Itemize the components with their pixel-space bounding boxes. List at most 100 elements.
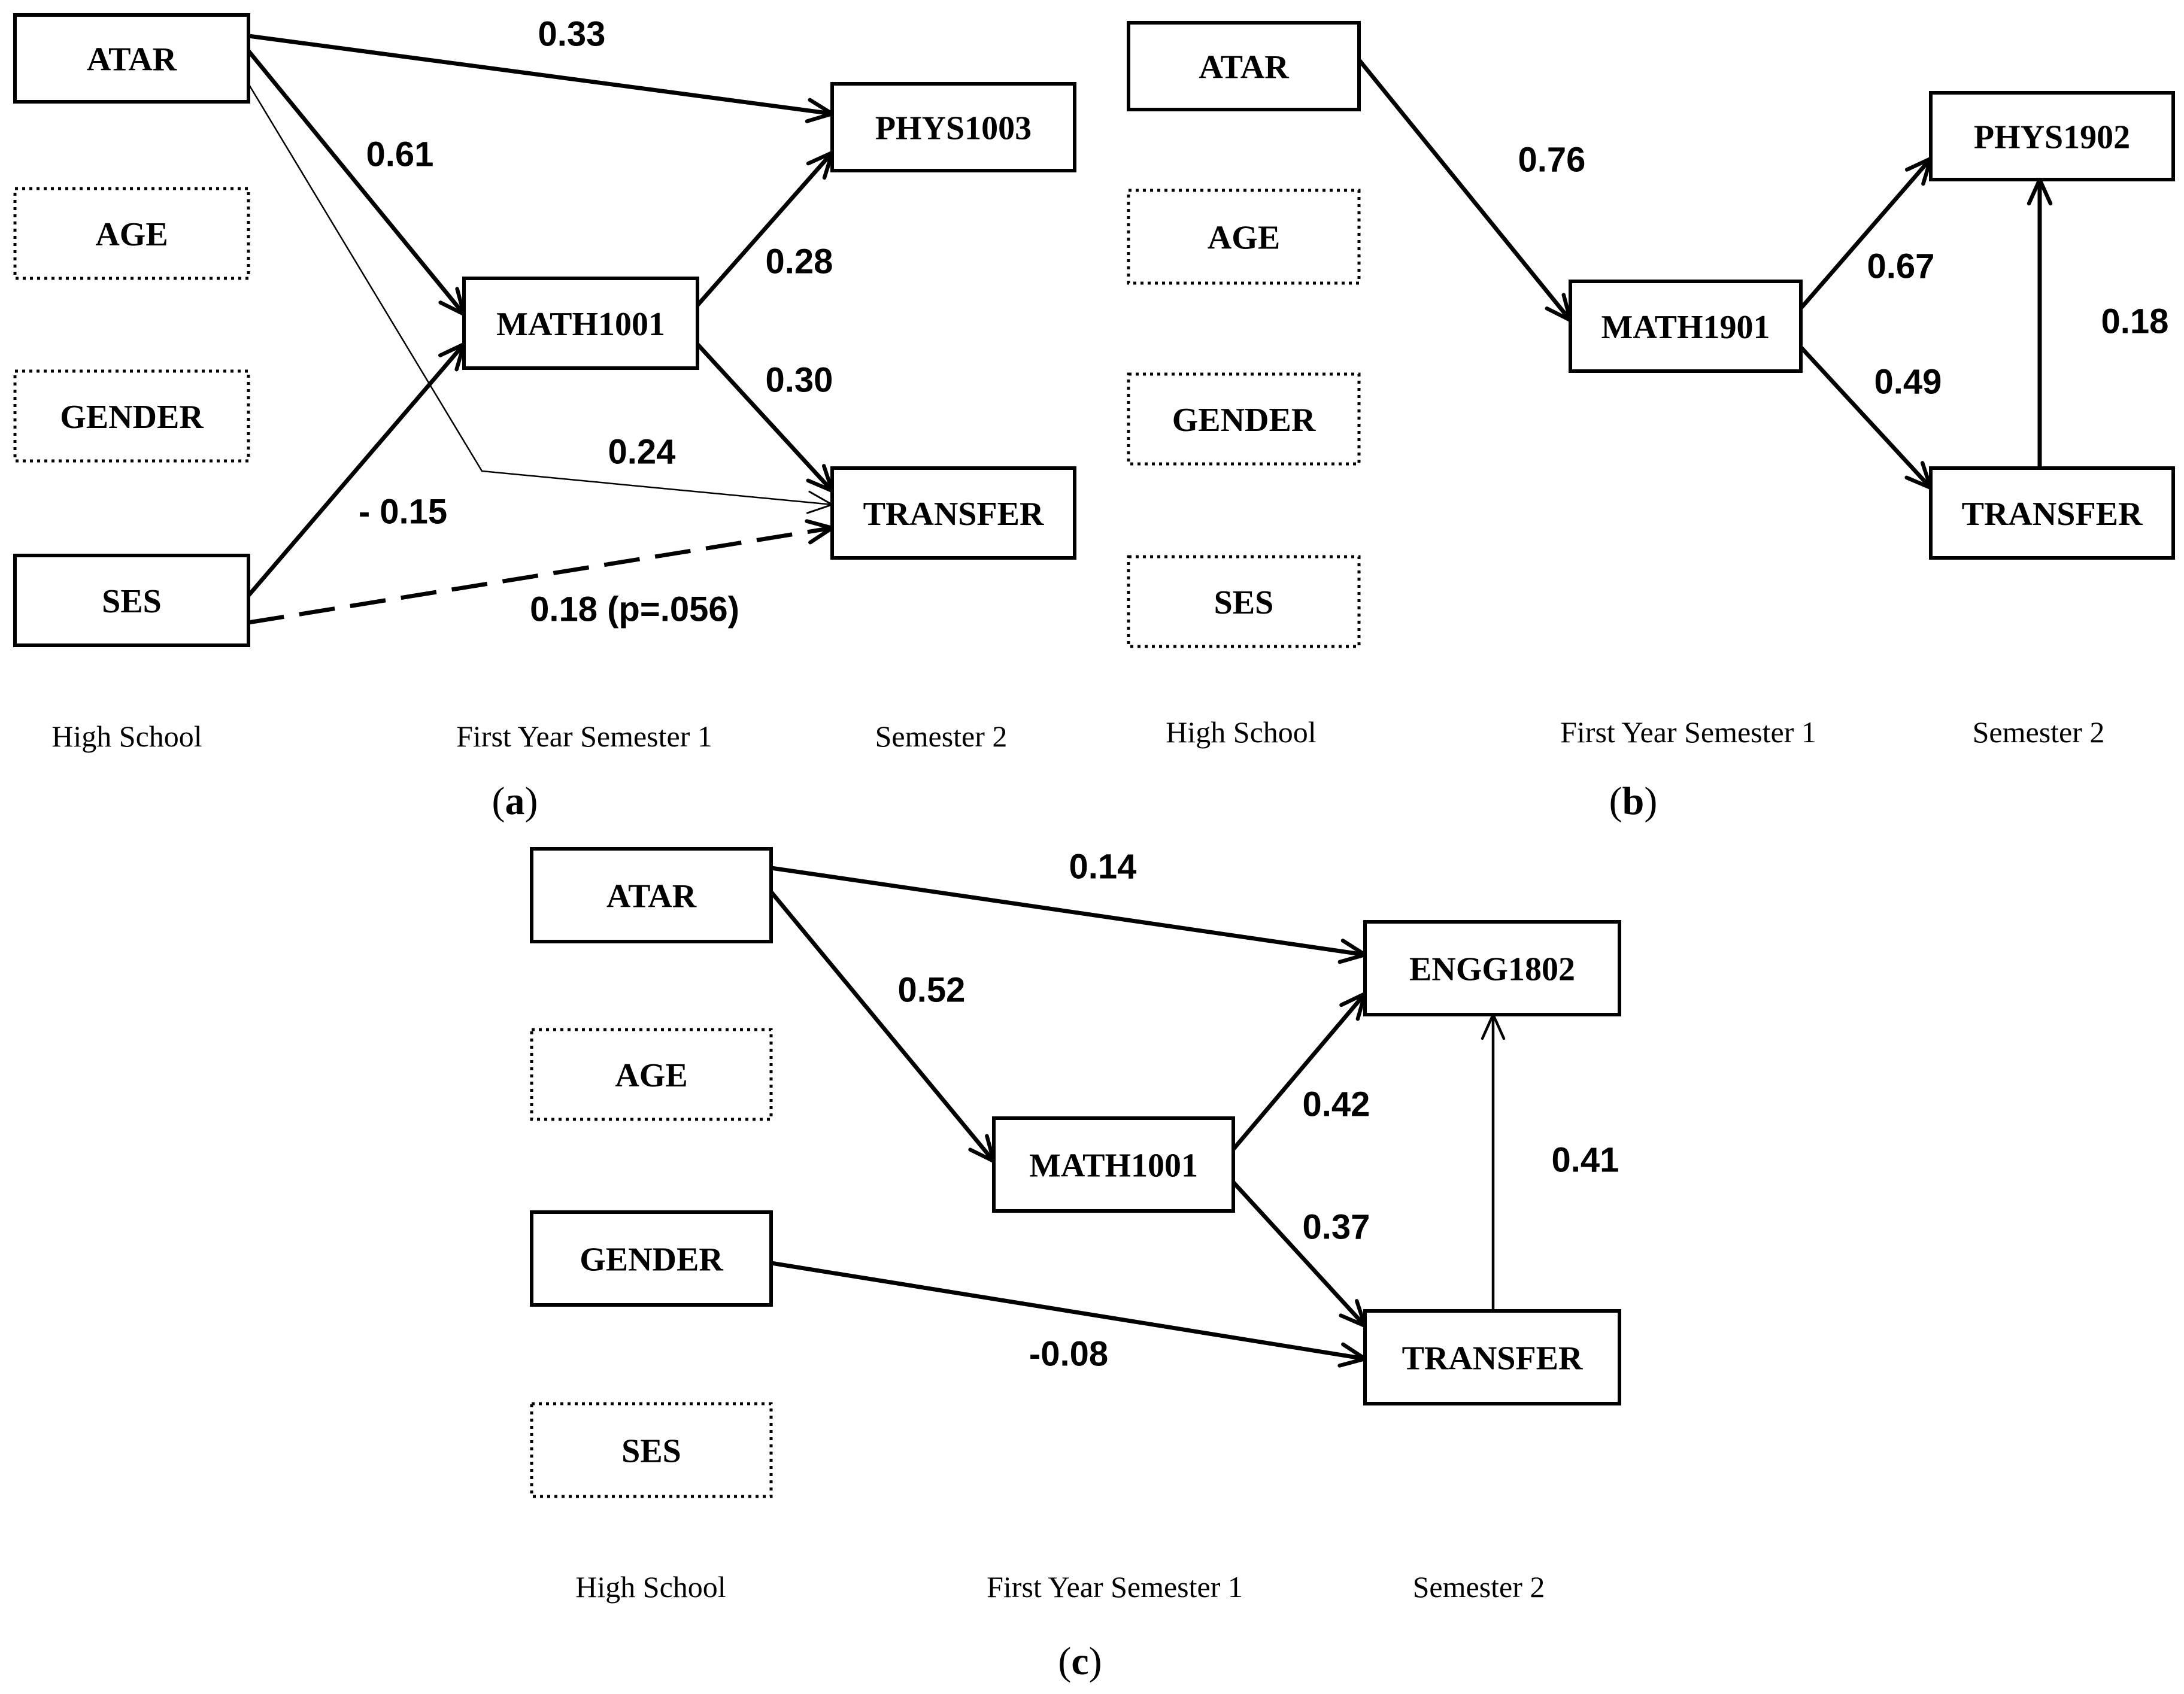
- node-gender: GENDER: [1127, 372, 1361, 466]
- node-math: MATH1001: [992, 1116, 1235, 1213]
- stage-label: Semester 2: [875, 720, 1008, 753]
- node-box: [13, 554, 250, 647]
- edge-coefficient-label: 0.18: [2101, 302, 2169, 341]
- node-box: [530, 1210, 773, 1307]
- node-box: [992, 1116, 1235, 1213]
- edge-coefficient-label: 0.61: [366, 135, 434, 174]
- node-label: PHYS1003: [875, 110, 1032, 147]
- edge-transfer-to-course: 0.18: [2027, 177, 2169, 470]
- edge-math-to-transfer: 0.30: [695, 342, 835, 493]
- stage-label: Semester 2: [1413, 1570, 1545, 1604]
- caption-open-paren: (: [1609, 779, 1622, 823]
- edge-coefficient-label: 0.49: [1874, 363, 1942, 402]
- node-label: SES: [621, 1433, 681, 1470]
- stage-label: First Year Semester 1: [456, 720, 712, 753]
- stage-label: Semester 2: [1973, 715, 2105, 749]
- node-label: TRANSFER: [1402, 1340, 1583, 1377]
- panel-a: 0.330.610.24- 0.150.18 (p=.056)0.280.30A…: [13, 13, 1076, 823]
- edge-coefficient-label: 0.24: [608, 433, 676, 472]
- node-box: [830, 82, 1076, 172]
- panel-caption: (a): [492, 779, 538, 823]
- caption-letter: b: [1622, 779, 1645, 823]
- node-label: GENDER: [60, 399, 204, 436]
- node-label: GENDER: [1172, 402, 1316, 439]
- edge-atar-to-course: 0.33: [246, 15, 835, 123]
- caption-close-paren: ): [1644, 779, 1657, 823]
- edge-math-to-transfer: 0.37: [1231, 1180, 1370, 1328]
- node-transfer: TRANSFER: [1929, 466, 2175, 560]
- node-box: [530, 847, 773, 943]
- node-box: [13, 187, 250, 280]
- edge-line: [246, 342, 466, 598]
- node-box: [830, 466, 1076, 560]
- panel-b: 0.76 0.67 0.49 0.18 ATAR AGE GENDER SES MATH1901…: [1127, 21, 2175, 823]
- edge-math-to-transfer: 0.49: [1798, 345, 1942, 490]
- node-box: [1127, 372, 1361, 466]
- edge-math-to-course: 0.42: [1231, 991, 1370, 1152]
- node-atar: ATAR: [530, 847, 773, 943]
- node-course: PHYS1003: [830, 82, 1076, 172]
- edge-line: [1357, 57, 1573, 323]
- node-label: PHYS1902: [1974, 119, 2130, 156]
- node-ses: SES: [530, 1402, 773, 1498]
- panel-c: 0.14 0.52 -0.08 0.42 0.37 0.41 ATAR AGE GENDER SE…: [530, 847, 1621, 1683]
- edge-coefficient-label: 0.76: [1518, 141, 1586, 180]
- edge-ses-to-transfer: 0.18 (p=.056): [248, 519, 835, 629]
- caption-open-paren: (: [492, 779, 505, 823]
- node-gender: GENDER: [530, 1210, 773, 1307]
- node-label: MATH1901: [1601, 309, 1770, 346]
- node-age: AGE: [1127, 189, 1361, 285]
- node-ses: SES: [13, 554, 250, 647]
- node-label: GENDER: [580, 1241, 723, 1279]
- node-transfer: TRANSFER: [1363, 1309, 1621, 1405]
- edge-coefficient-label: 0.30: [766, 361, 833, 400]
- node-age: AGE: [530, 1028, 773, 1121]
- edge-line: [1798, 156, 1933, 311]
- node-box: [1127, 21, 1361, 111]
- node-label: MATH1001: [496, 306, 665, 343]
- edge-line: [769, 1261, 1367, 1361]
- node-transfer: TRANSFER: [830, 466, 1076, 560]
- node-box: [1127, 189, 1361, 285]
- edge-coefficient-label: -0.08: [1029, 1335, 1108, 1374]
- node-age: AGE: [13, 187, 250, 280]
- node-box: [1363, 1309, 1621, 1405]
- node-label: AGE: [615, 1057, 687, 1094]
- edge-atar-to-transfer: 0.24: [247, 83, 833, 514]
- edge-math-to-course: 0.67: [1798, 156, 1934, 311]
- edge-gender-to-transfer: -0.08: [769, 1261, 1367, 1374]
- edge-coefficient-label: 0.14: [1069, 848, 1137, 887]
- node-box: [1363, 920, 1621, 1016]
- node-label: ATAR: [1199, 49, 1289, 86]
- node-gender: GENDER: [13, 369, 250, 463]
- stage-label: High School: [1166, 715, 1316, 749]
- node-box: [13, 13, 250, 104]
- stage-label: High School: [575, 1570, 726, 1604]
- caption-letter: a: [505, 779, 525, 823]
- edge-coefficient-label: 0.41: [1552, 1141, 1619, 1180]
- node-label: SES: [1214, 584, 1274, 621]
- edge-coefficient-label: 0.33: [538, 15, 606, 54]
- edge-line: [695, 342, 835, 493]
- node-box: [530, 1028, 773, 1121]
- node-math: MATH1901: [1569, 280, 1803, 373]
- edge-atar-to-math: 0.76: [1357, 57, 1586, 323]
- caption-open-paren: (: [1058, 1640, 1071, 1683]
- node-label: TRANSFER: [1962, 496, 2143, 533]
- edge-coefficient-label: - 0.15: [359, 493, 447, 532]
- caption-letter: c: [1071, 1640, 1088, 1683]
- edge-line: [247, 83, 833, 506]
- node-atar: ATAR: [1127, 21, 1361, 111]
- panel-caption: (b): [1609, 779, 1658, 823]
- edge-coefficient-label: 0.37: [1303, 1208, 1370, 1247]
- edge-atar-to-math: 0.61: [246, 48, 466, 317]
- edge-line: [769, 889, 996, 1164]
- node-label: TRANSFER: [863, 496, 1044, 533]
- edge-line: [1231, 1180, 1367, 1328]
- edge-transfer-to-course: 0.41: [1481, 1013, 1619, 1313]
- edge-coefficient-label: 0.52: [898, 971, 966, 1010]
- edge-ses-to-math: - 0.15: [246, 342, 466, 598]
- stage-label: First Year Semester 1: [1560, 715, 1816, 749]
- panel-caption: (c): [1058, 1640, 1102, 1683]
